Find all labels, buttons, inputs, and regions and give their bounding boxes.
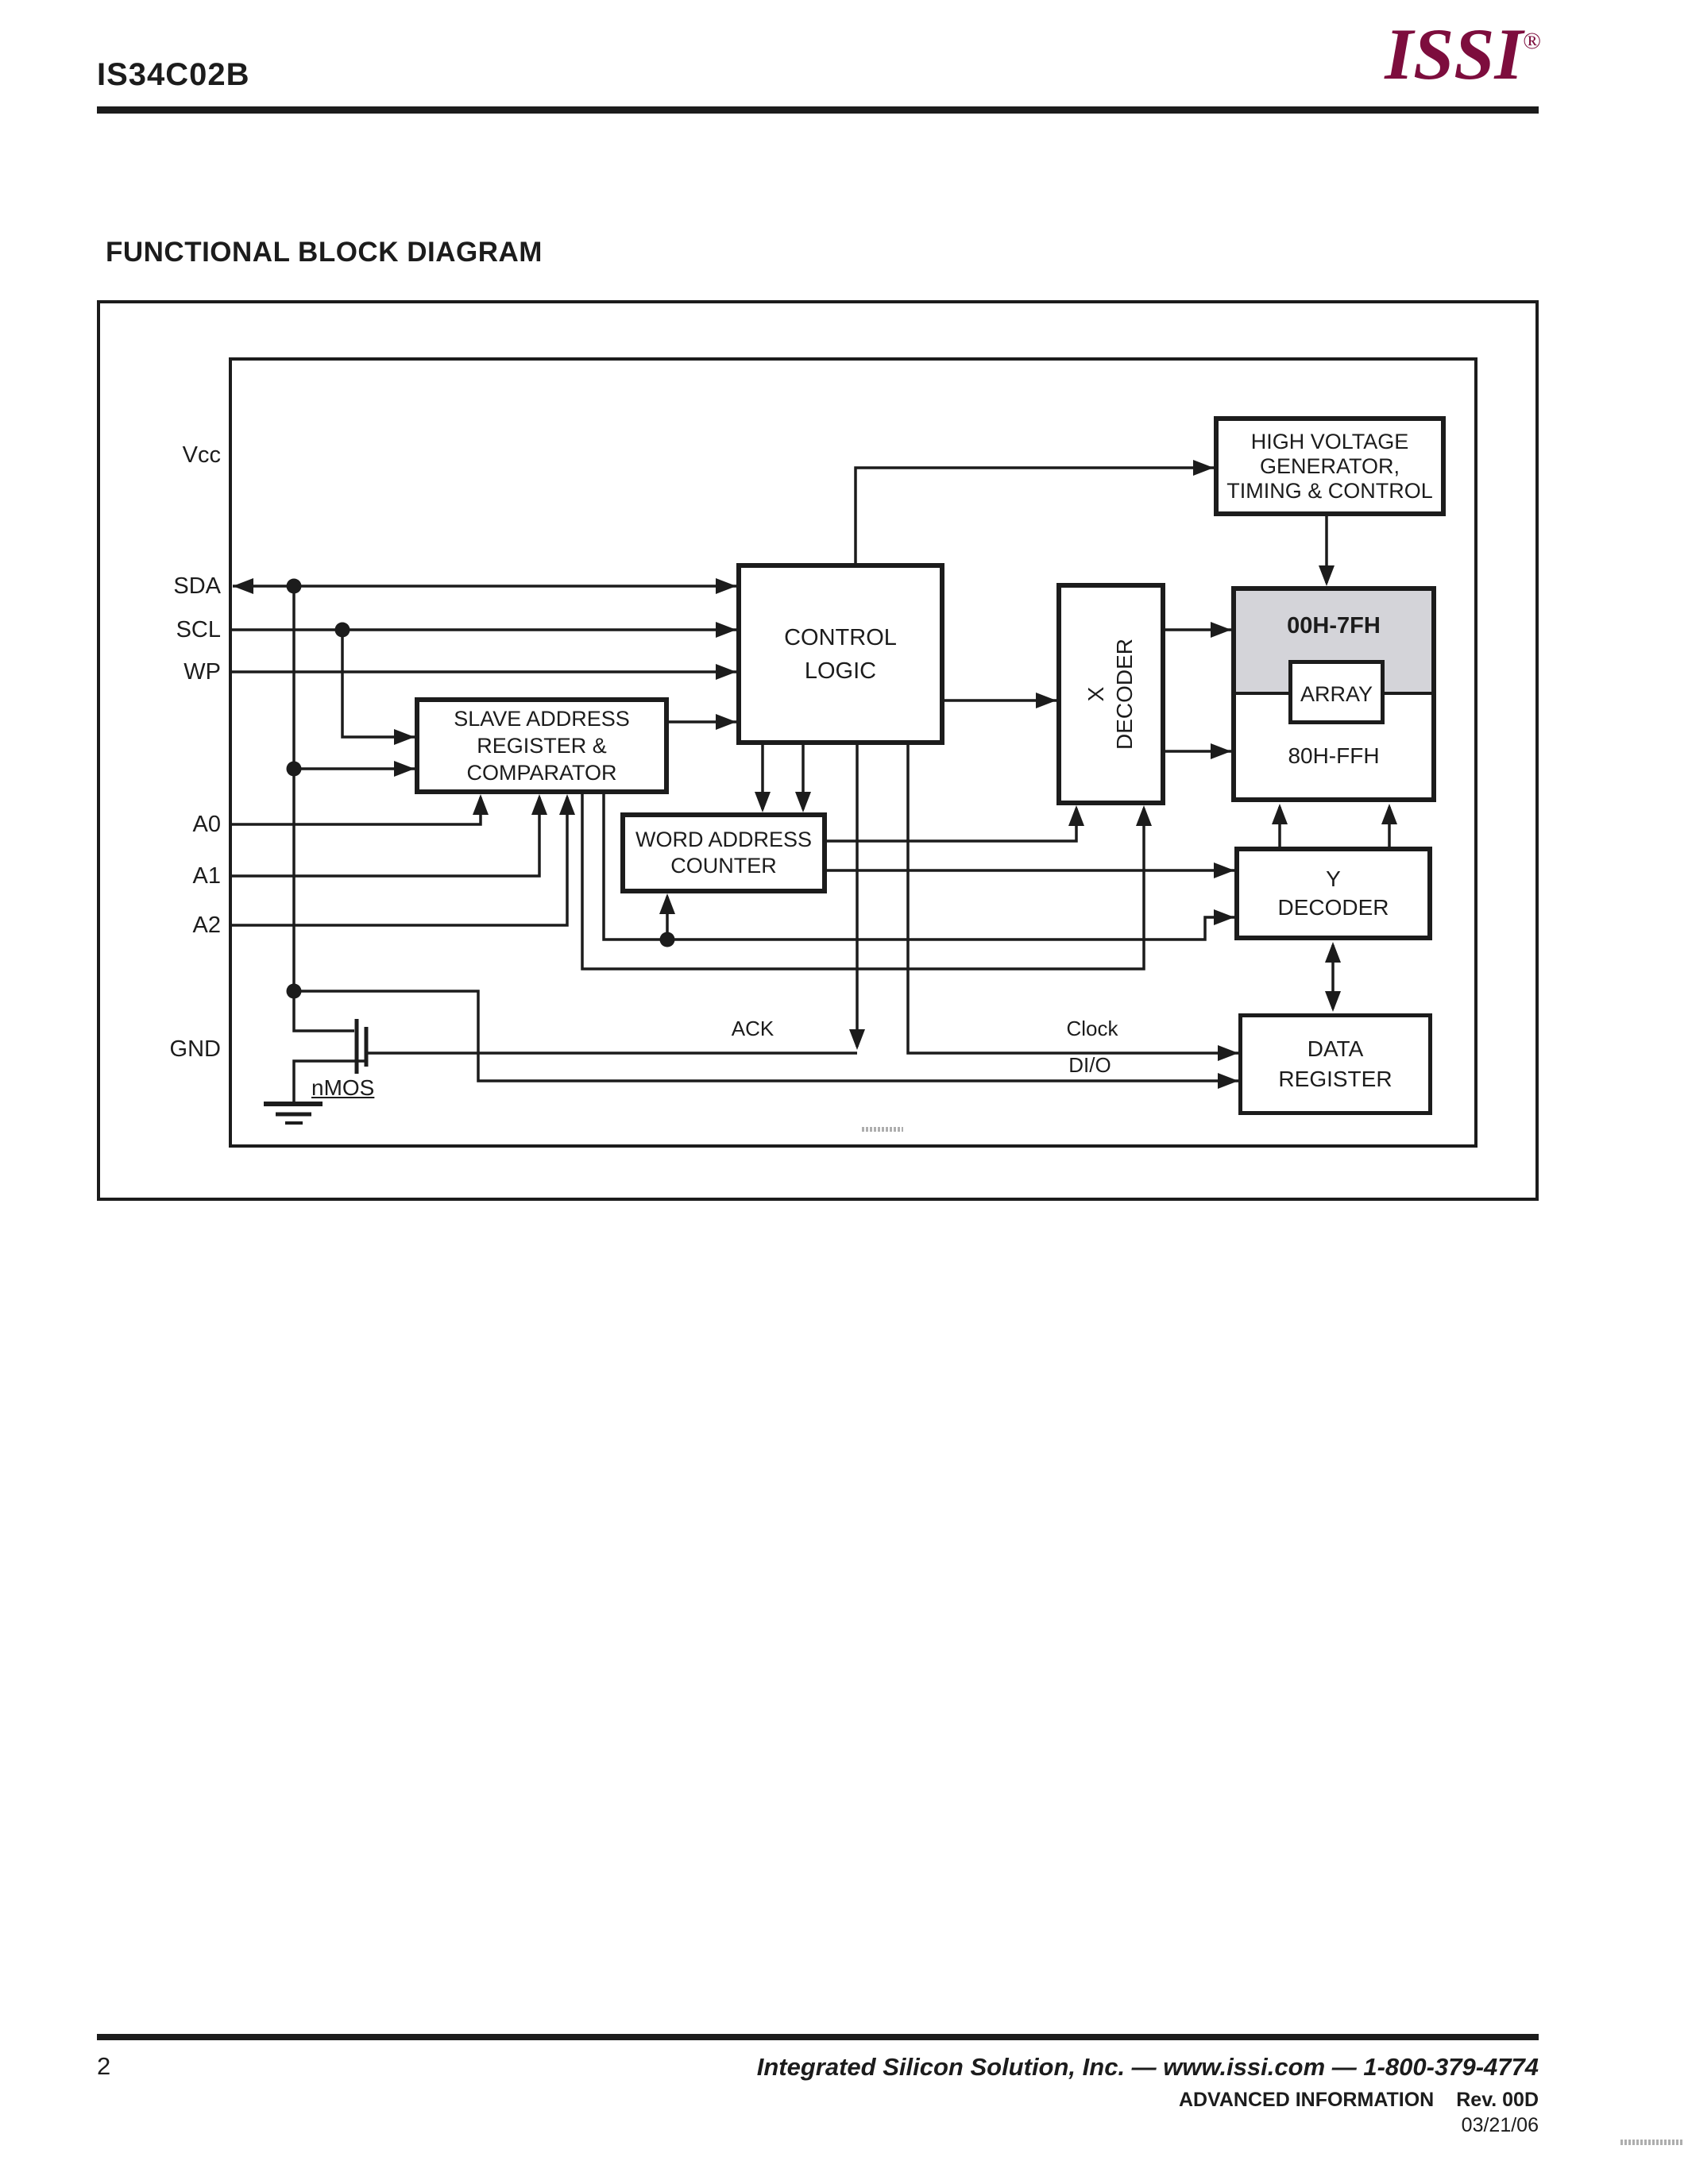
block-memory-array: 00H-7FH 80H-FFH ARRAY: [1231, 586, 1436, 802]
block-label: COUNTER: [670, 854, 777, 878]
block-label: TIMING & CONTROL: [1226, 478, 1433, 503]
wire-label-dio: DI/O: [1068, 1053, 1111, 1077]
wire-label-clock: Clock: [1066, 1017, 1118, 1040]
block-x-decoder: [1056, 583, 1165, 805]
footer-company-line: Integrated Silicon Solution, Inc. — www.…: [756, 2053, 1539, 2081]
pin-label-vcc: Vcc: [182, 442, 221, 468]
microtext-watermark-diagram: [862, 1127, 903, 1132]
block-data-register: DATA REGISTER: [1238, 1013, 1432, 1115]
wire-label-ack: ACK: [731, 1017, 774, 1040]
block-high-voltage-generator: HIGH VOLTAGE GENERATOR, TIMING & CONTROL: [1214, 416, 1446, 516]
pin-label-a0: A0: [192, 812, 221, 837]
block-word-address-counter: WORD ADDRESS COUNTER: [620, 812, 827, 893]
footer-status-line: ADVANCED INFORMATION Rev. 00D: [0, 2089, 1539, 2112]
diagram-inner-frame: [229, 357, 1477, 1148]
footer-revision: Rev. 00D: [1456, 2089, 1539, 2111]
block-label: Y: [1326, 866, 1341, 891]
arrowheads: [233, 460, 1397, 1089]
block-label: REGISTER &: [477, 734, 607, 758]
block-control-logic: CONTROL LOGIC: [736, 563, 944, 745]
block-label: GENERATOR,: [1259, 453, 1400, 478]
junction-dots: [286, 578, 675, 999]
array-address-range-top: 00H-7FH: [1287, 613, 1381, 639]
array-label-box: ARRAY: [1288, 660, 1385, 724]
pin-label-scl: SCL: [176, 617, 221, 642]
footer-date: 03/21/06: [1461, 2114, 1539, 2136]
pin-label-a1: A1: [192, 863, 221, 889]
block-label: REGISTER: [1278, 1067, 1393, 1091]
block-slave-address-register: SLAVE ADDRESS REGISTER & COMPARATOR: [415, 697, 669, 794]
block-label: HIGH VOLTAGE: [1250, 429, 1409, 453]
block-label: COMPARATOR: [466, 761, 617, 785]
pin-label-sda: SDA: [173, 573, 221, 599]
page-number: 2: [97, 2052, 111, 2080]
block-label: DATA: [1307, 1036, 1364, 1061]
issi-logo-text: ISSI: [1385, 14, 1524, 95]
array-address-range-bottom: 80H-FFH: [1288, 743, 1380, 768]
page-title: FUNCTIONAL BLOCK DIAGRAM: [106, 237, 543, 268]
block-label: CONTROL: [784, 624, 897, 650]
block-label: SLAVE ADDRESS: [454, 707, 630, 731]
x-decoder-label: X DECODER: [1083, 638, 1137, 751]
block-label: WORD ADDRESS: [635, 828, 813, 851]
footer-status-text: ADVANCED INFORMATION: [1178, 2089, 1435, 2111]
array-label: ARRAY: [1300, 682, 1373, 706]
part-number: IS34C02B: [97, 57, 250, 92]
block-label: DECODER: [1277, 895, 1389, 920]
pin-label-gnd: GND: [169, 1036, 221, 1062]
nmos-transistor-label: nMOS: [311, 1075, 375, 1100]
registered-trademark-icon: ®: [1523, 28, 1541, 54]
pin-label-a2: A2: [192, 913, 221, 938]
block-y-decoder: Y DECODER: [1234, 847, 1432, 940]
header-rule: [97, 106, 1539, 114]
wiring-layer: [229, 460, 1397, 1125]
footer-rule: [97, 2034, 1539, 2040]
issi-logo: ISSI®: [1342, 5, 1541, 91]
block-label: LOGIC: [804, 658, 877, 684]
pin-label-wp: WP: [183, 659, 221, 685]
microtext-watermark-footer: [1620, 2140, 1682, 2145]
diagram-outer-frame: [97, 300, 1539, 1201]
